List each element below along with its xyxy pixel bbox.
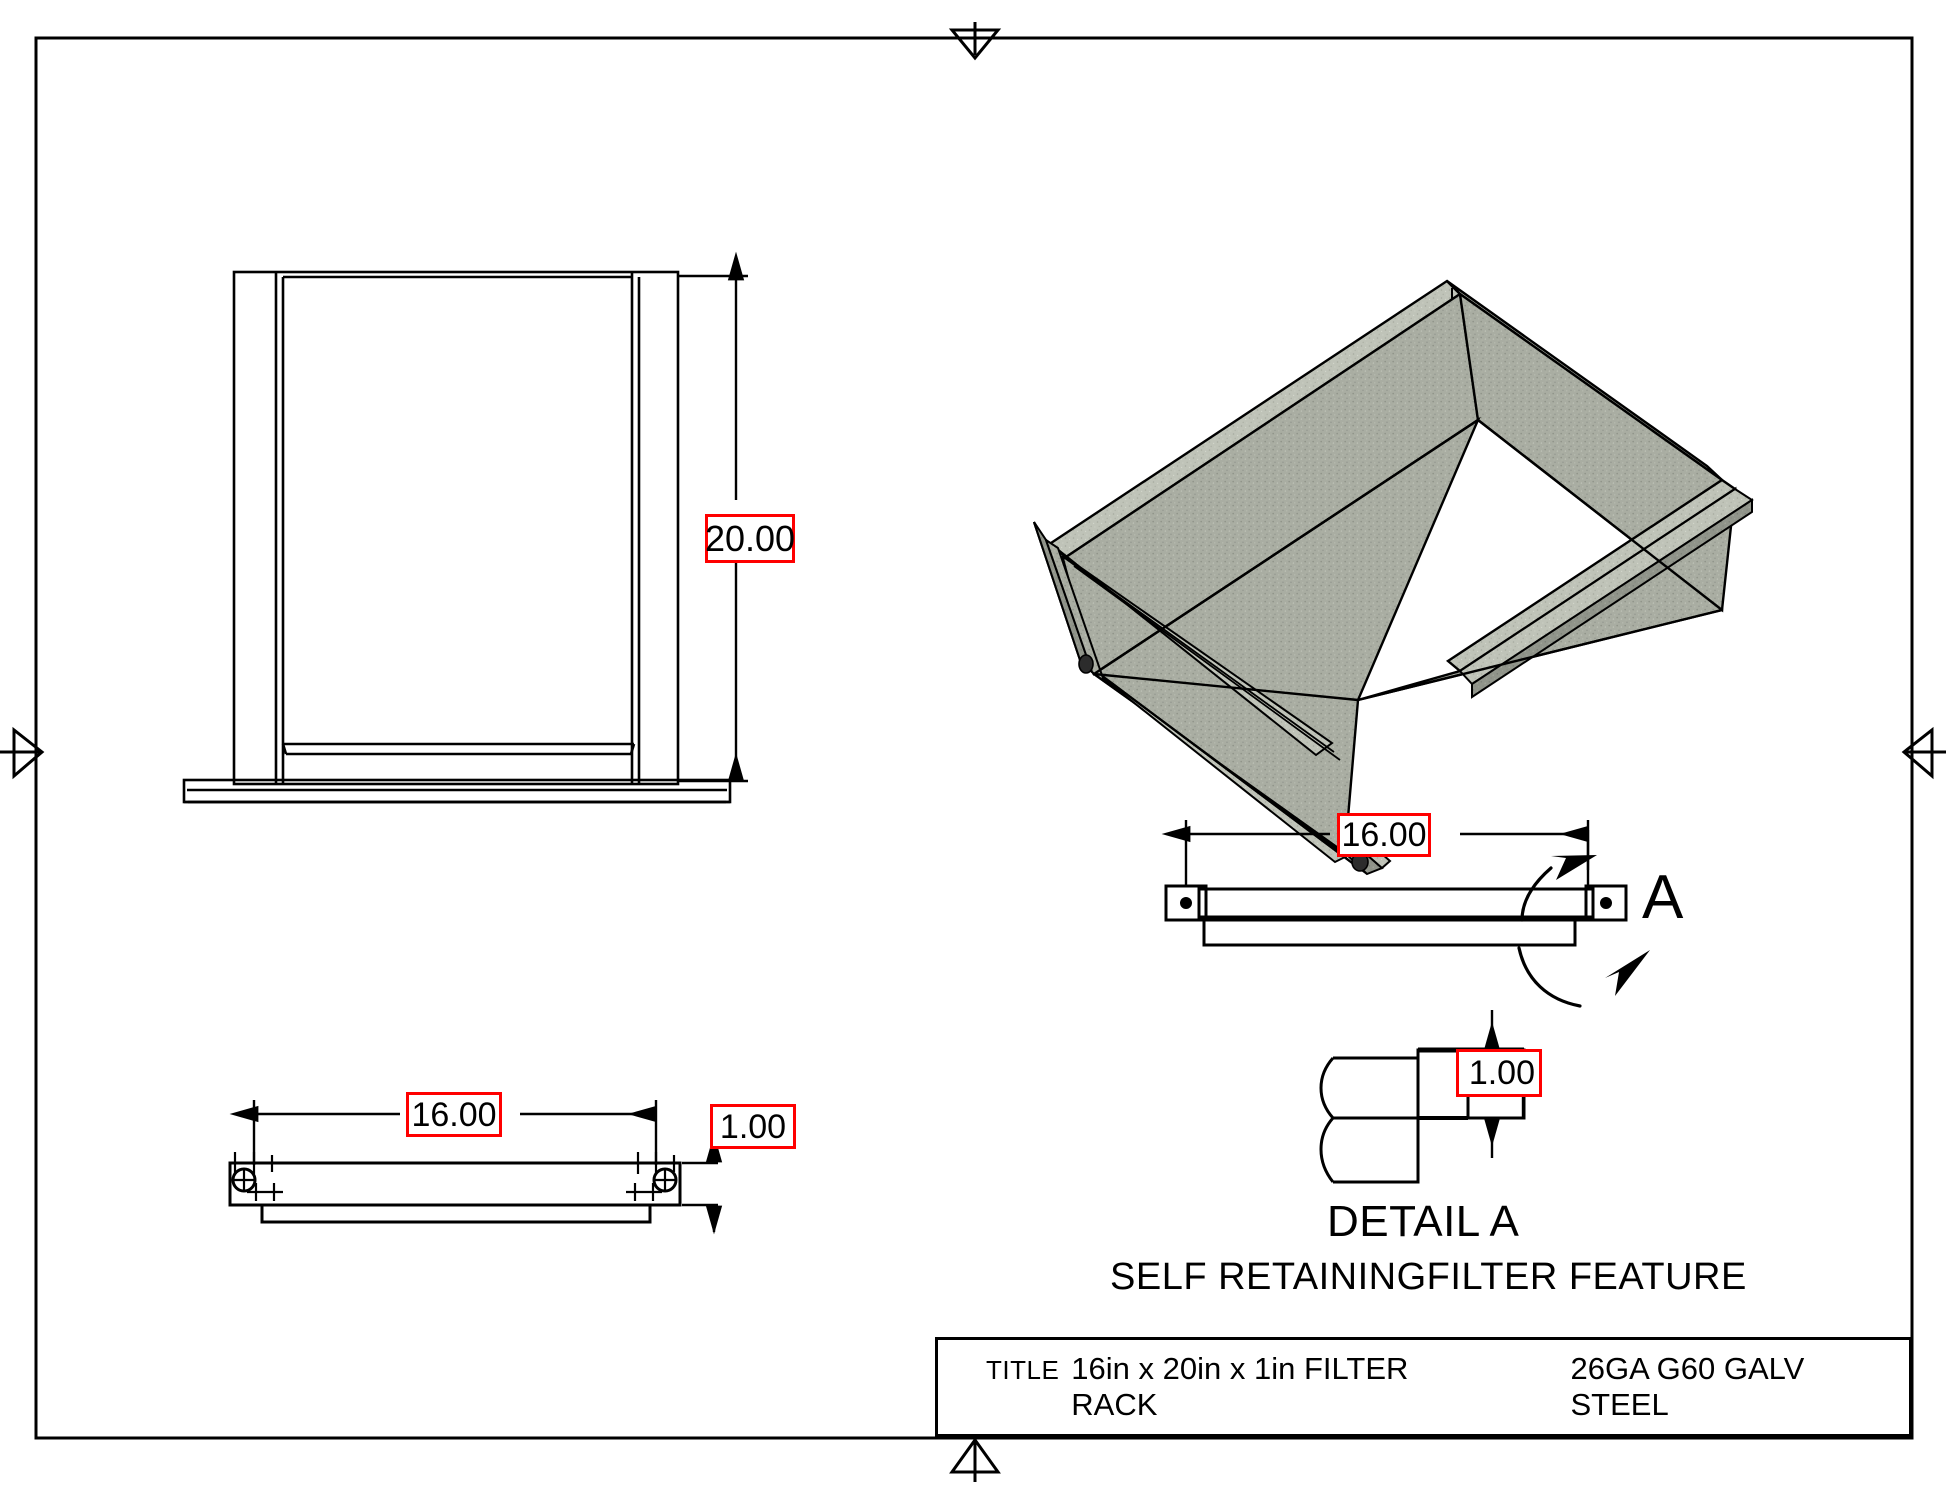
dimension-height-20: [678, 251, 748, 783]
dimension-value-detail-flange-1: 1.00: [1456, 1049, 1542, 1097]
title-block-material: 26GA G60 GALV STEEL: [1570, 1351, 1805, 1422]
right-center-mark-icon: [1901, 726, 1946, 780]
left-center-mark-icon: [0, 726, 45, 780]
top-center-mark-icon: [948, 22, 1002, 61]
section-view-arrow-a: [1517, 830, 1650, 1008]
detail-a-title: DETAIL A: [1327, 1197, 1520, 1246]
front-elevation-geometry: [182, 270, 732, 804]
title-block-label: TITLE: [986, 1355, 1060, 1385]
section-letter-a: A: [1642, 863, 1684, 932]
detail-a-subtitle: SELF RETAININGFILTER FEATURE: [1110, 1256, 1747, 1298]
bottom-plan-geometry: [228, 1152, 682, 1224]
dimension-value-bottom-thickness-1: 1.00: [710, 1104, 796, 1149]
sheet-border: [34, 36, 1914, 1440]
dimension-bottom-width-16: [229, 1100, 658, 1165]
dimension-value-bottom-width-16: 16.00: [406, 1092, 502, 1137]
title-block: TITLE 16in x 20in x 1in FILTER RACK 26GA…: [935, 1337, 1912, 1437]
dimension-value-height-20: 20.00: [705, 514, 795, 563]
dimension-value-section-width-16: 16.00: [1337, 813, 1431, 857]
side-section-geometry: [1164, 884, 1628, 947]
title-block-title-value: 16in x 20in x 1in FILTER RACK: [1071, 1351, 1409, 1422]
title-block-row: TITLE 16in x 20in x 1in FILTER RACK 26GA…: [938, 1351, 1909, 1423]
isometric-geometry: [1032, 279, 1754, 876]
